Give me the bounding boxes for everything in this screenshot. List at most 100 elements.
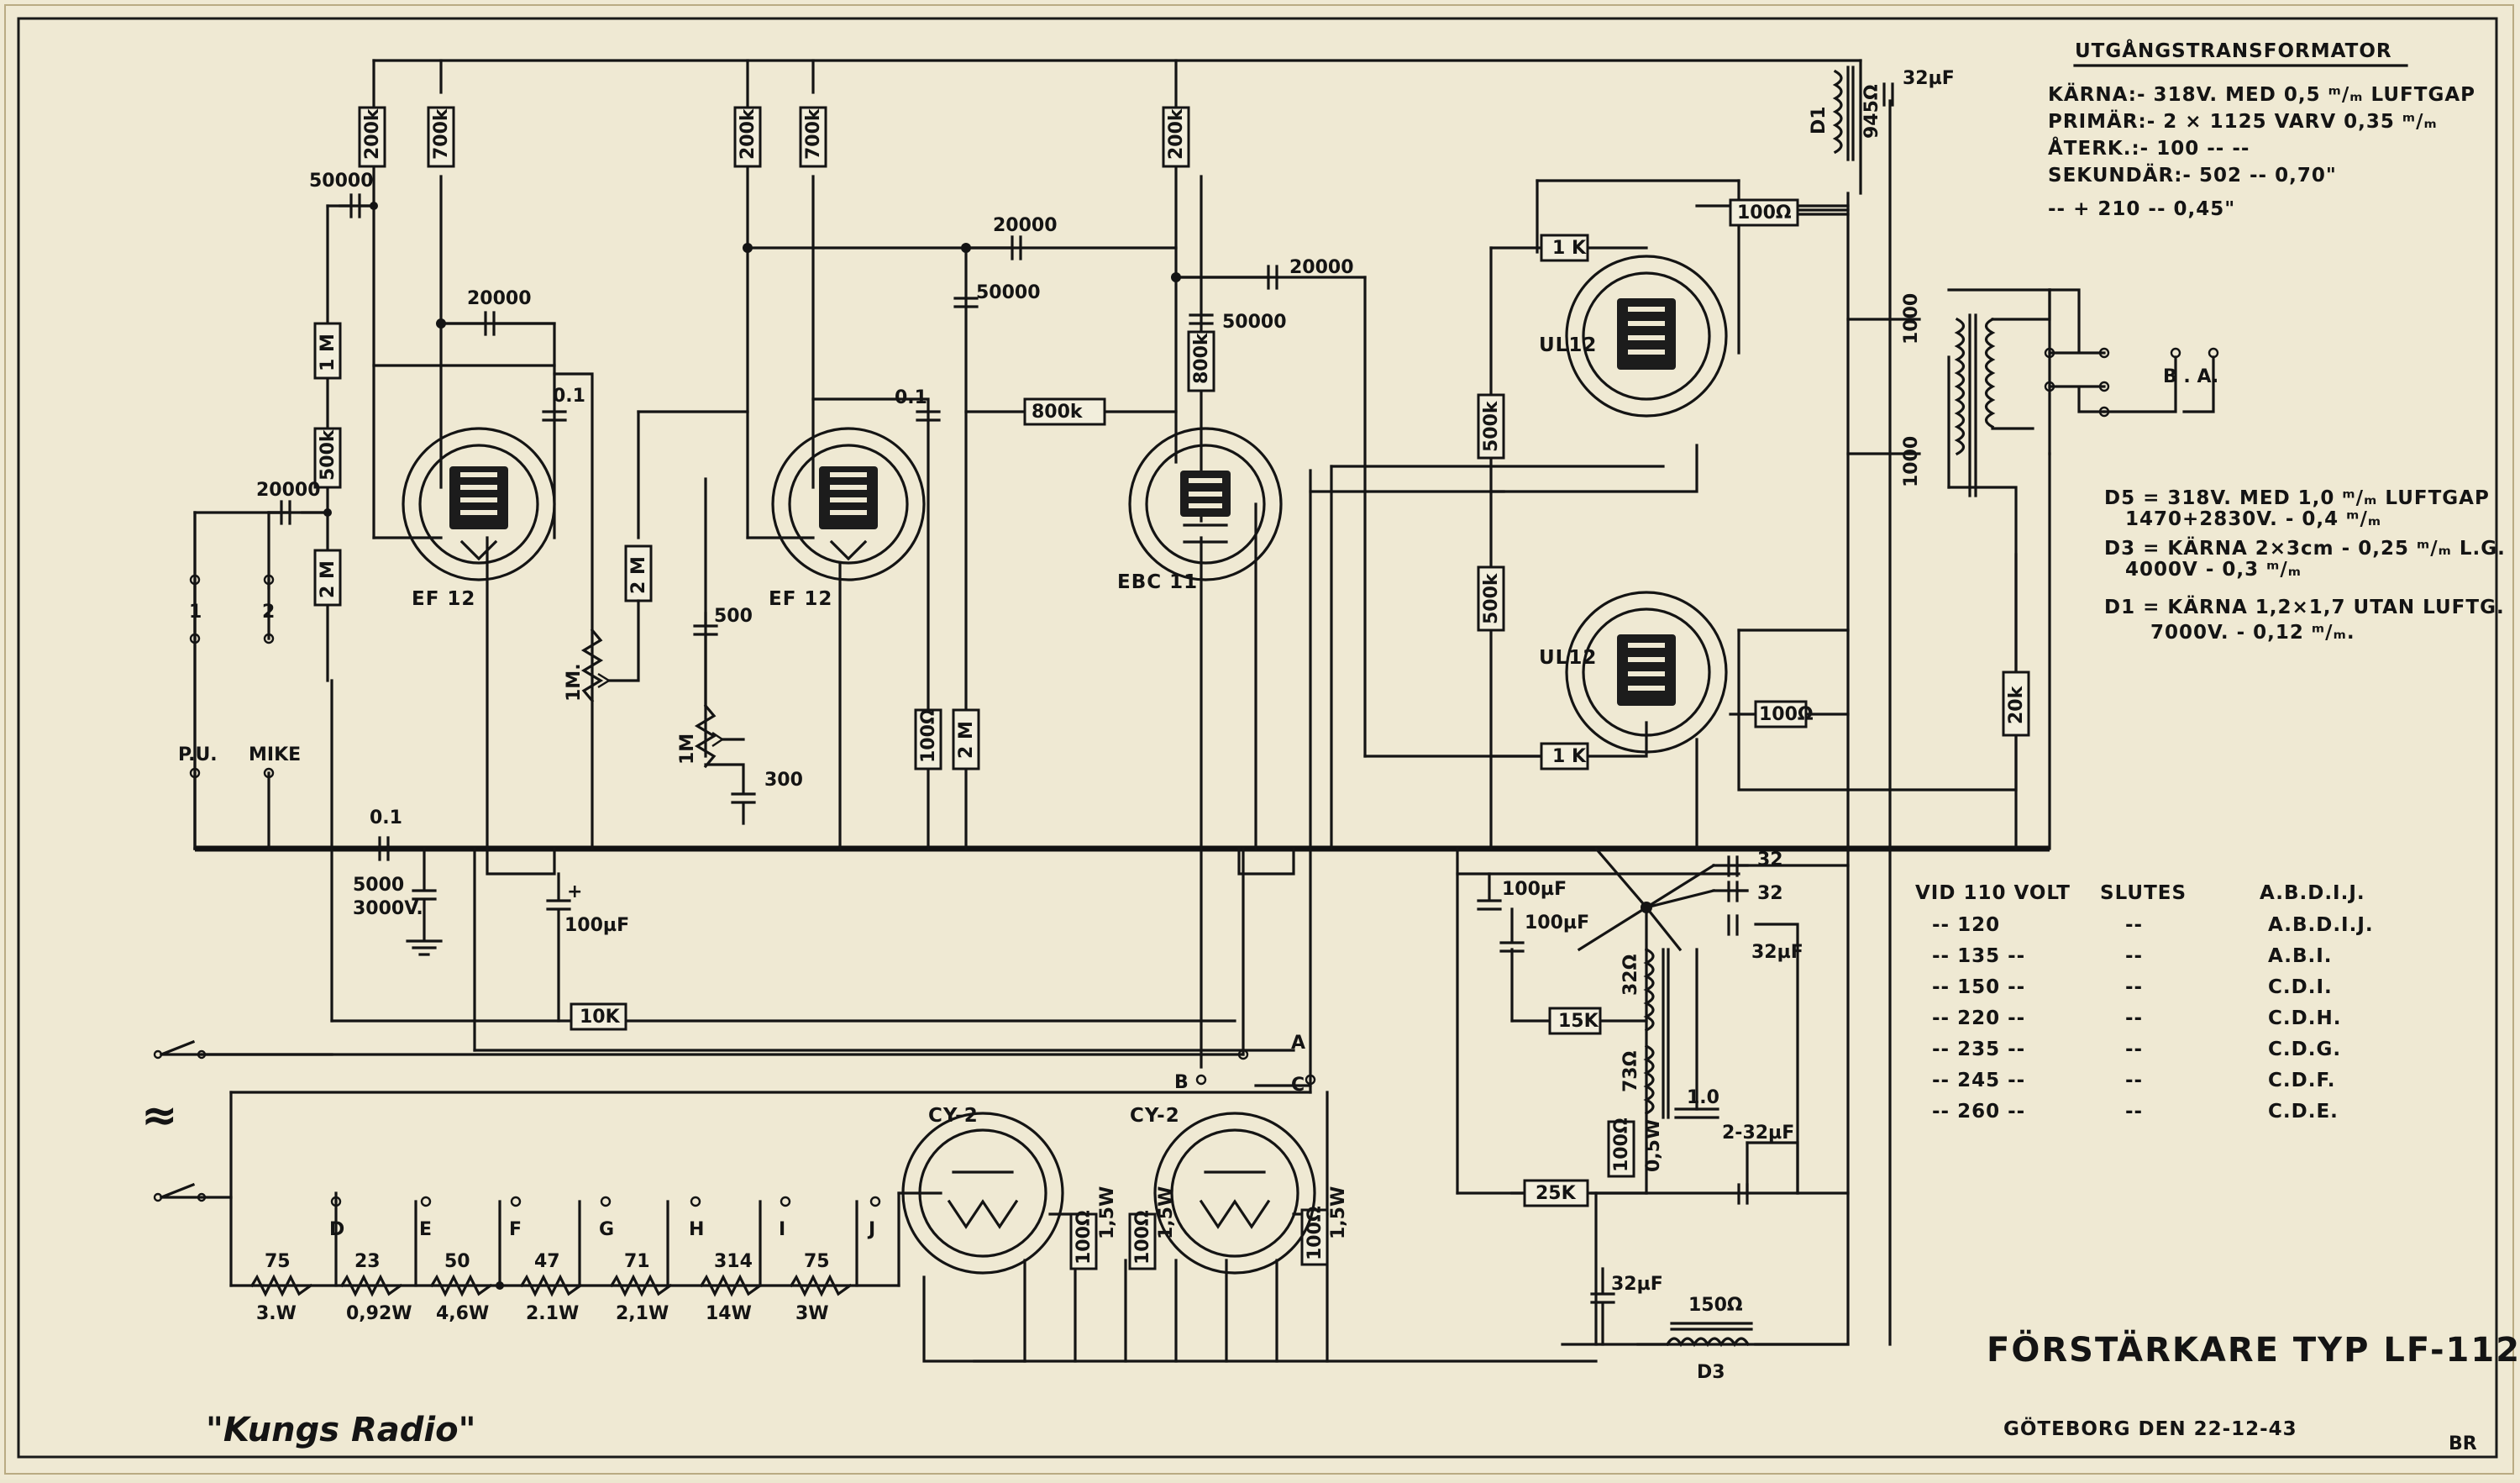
svg-text:500k: 500k (1481, 400, 1502, 452)
tap-resistor-value-5: 314 (714, 1251, 753, 1272)
svg-text:B . A.: B . A. (2163, 366, 2218, 387)
output-tap-4[interactable] (2044, 381, 2055, 392)
svg-text:100Ω: 100Ω (1074, 1210, 1095, 1265)
table-row-3-m: -- (2125, 1007, 2143, 1029)
jack-1-top[interactable] (189, 574, 201, 586)
svg-text:700k: 700k (803, 108, 824, 160)
tube-cy2-b: CY-2 (1130, 1105, 1316, 1275)
choke-d1: D1 945Ω (1809, 66, 1882, 161)
transformer-line-4: SEKUNDÄR:- 502 -- 0,70" (2048, 163, 2337, 187)
svg-text:25K: 25K (1536, 1183, 1577, 1204)
cap-32-b: 32 (1727, 881, 1783, 904)
tap-resistor-value-3: 47 (534, 1251, 560, 1272)
table-row-5-v: -- 245 -- (1932, 1070, 2025, 1091)
cap-1000-b-label: 1000 (1901, 436, 1922, 487)
jack-pu[interactable] (189, 767, 201, 779)
jack-1-bottom[interactable] (189, 633, 201, 644)
mains-switch-2[interactable] (159, 1182, 196, 1200)
svg-text:1M.: 1M. (564, 663, 585, 702)
tap-resistor-0 (249, 1274, 313, 1297)
output-tap-1[interactable] (2098, 347, 2110, 359)
svg-text:1 M: 1 M (318, 334, 339, 371)
tap-resistor-6 (789, 1274, 853, 1297)
table-row-2-r: C.D.I. (2268, 976, 2333, 998)
svg-text:2 M: 2 M (628, 556, 649, 594)
cap-01-b: 0.1 (895, 387, 941, 422)
svg-text:50000: 50000 (976, 282, 1041, 303)
tap-terminal-J[interactable] (869, 1196, 881, 1207)
table-row-6-r: C.D.E. (2268, 1101, 2339, 1123)
output-transformer: B . A. (1954, 288, 2218, 497)
output-tap-2[interactable] (2044, 347, 2055, 359)
resistor-1k-a: 1 K (1540, 234, 1589, 262)
table-row-1-m: -- (2125, 945, 2143, 967)
svg-text:100µF: 100µF (564, 915, 629, 936)
svg-text:50000: 50000 (309, 171, 374, 192)
svg-text:20k: 20k (2006, 685, 2027, 724)
table-row-1-v: -- 135 -- (1932, 945, 2025, 967)
volume-pot-1[interactable]: 1M. (564, 599, 640, 703)
choke-note-1: D5 = 318V. MED 1,0 ᵐ/ₘ LUFTGAP (2104, 487, 2490, 509)
table-row-1-r: A.B.I. (2268, 945, 2333, 967)
svg-text:EBC 11: EBC 11 (1117, 571, 1198, 593)
tap-terminal-F[interactable] (510, 1196, 522, 1207)
cap-100uf-b: 100µF (1477, 872, 1567, 911)
svg-text:500: 500 (714, 606, 753, 627)
tap-terminal-E[interactable] (420, 1196, 432, 1207)
tone-pot-2[interactable]: 1M (677, 633, 745, 769)
svg-text:32: 32 (1757, 849, 1783, 870)
tube-ef12-b: EF 12 (769, 427, 926, 610)
mains-switch-1[interactable] (159, 1039, 196, 1057)
resistors: 200k 700k 200k 700k 200k 1 M 500k 2 M (313, 106, 2030, 1270)
tap-terminal-D[interactable] (330, 1196, 342, 1207)
cap-300: 300 (704, 763, 803, 825)
output-tap-3[interactable] (2098, 381, 2110, 392)
choke-note-5: D1 = KÄRNA 1,2×1,7 UTAN LUFTG. (2104, 595, 2505, 618)
svg-text:100Ω: 100Ω (1305, 1206, 1326, 1260)
svg-text:100Ω: 100Ω (1759, 704, 1814, 725)
input-section: 1 2 P.U. MIKE (178, 511, 329, 850)
transformer-line-1: KÄRNA:- 318V. MED 0,5 ᵐ/ₘ LUFTGAP (2048, 82, 2475, 106)
table-row-0-v: -- 120 (1932, 914, 2000, 936)
jack-mike[interactable] (263, 767, 275, 779)
resistor-700k-b: 700k (799, 106, 827, 168)
resistor-1m: 1 M (313, 322, 342, 380)
tap-terminal-G[interactable] (600, 1196, 612, 1207)
tap-letter-J: J (867, 1219, 875, 1240)
title-block: FÖRSTÄRKARE TYP LF-112A GÖTEBORG DEN 22-… (206, 1329, 2520, 1454)
table-head-right: A.B.D.I.J. (2260, 882, 2365, 904)
svg-text:32Ω: 32Ω (1620, 954, 1641, 996)
table-row-3-v: -- 220 -- (1932, 1007, 2025, 1029)
tap-resistor-3 (519, 1274, 583, 1297)
cap-5000: 5000 3000V. (353, 847, 443, 956)
resistor-1k-b: 1 K (1540, 742, 1589, 770)
svg-text:300: 300 (764, 770, 803, 791)
resistor-700k-a: 700k (427, 106, 455, 168)
switch-label-a: A (1291, 1033, 1305, 1054)
capacitors: 50000 20000 20000 20000 20000 50000 5000… (256, 68, 1955, 1346)
jack-2-top[interactable] (263, 574, 275, 586)
frame-border (17, 17, 2498, 1459)
svg-text:800k: 800k (1191, 332, 1212, 384)
input-pu-label: P.U. (178, 744, 218, 765)
table-row-0-m: -- (2125, 914, 2143, 936)
tap-terminal-I[interactable] (780, 1196, 791, 1207)
jack-2-bottom[interactable] (263, 633, 275, 644)
resistor-200k-c: 200k (1162, 106, 1190, 168)
switch-contact-b[interactable] (1195, 1074, 1207, 1086)
switch-contact-c[interactable] (1305, 1074, 1316, 1086)
switch-contact-a[interactable] (1237, 1049, 1249, 1060)
svg-text:32µF: 32µF (1903, 68, 1955, 89)
cap-1000-a-label: 1000 (1901, 293, 1922, 344)
transformer-line-2: PRIMÄR:- 2 × 1125 VARV 0,35 ᵐ/ₘ (2048, 109, 2438, 133)
svg-text:2 M: 2 M (318, 560, 339, 598)
cap-20000-b: 20000 (964, 215, 1058, 260)
tap-letter-D: D (329, 1219, 344, 1240)
resistor-25k: 25K (1523, 1179, 1589, 1207)
drawing-title: FÖRSTÄRKARE TYP LF-112A (1987, 1329, 2520, 1370)
svg-text:32µF: 32µF (1751, 942, 1803, 963)
svg-text:50000: 50000 (1222, 312, 1287, 333)
tap-resistor-2 (429, 1274, 493, 1297)
table-row-4-r: C.D.G. (2268, 1039, 2341, 1060)
tap-terminal-H[interactable] (690, 1196, 701, 1207)
